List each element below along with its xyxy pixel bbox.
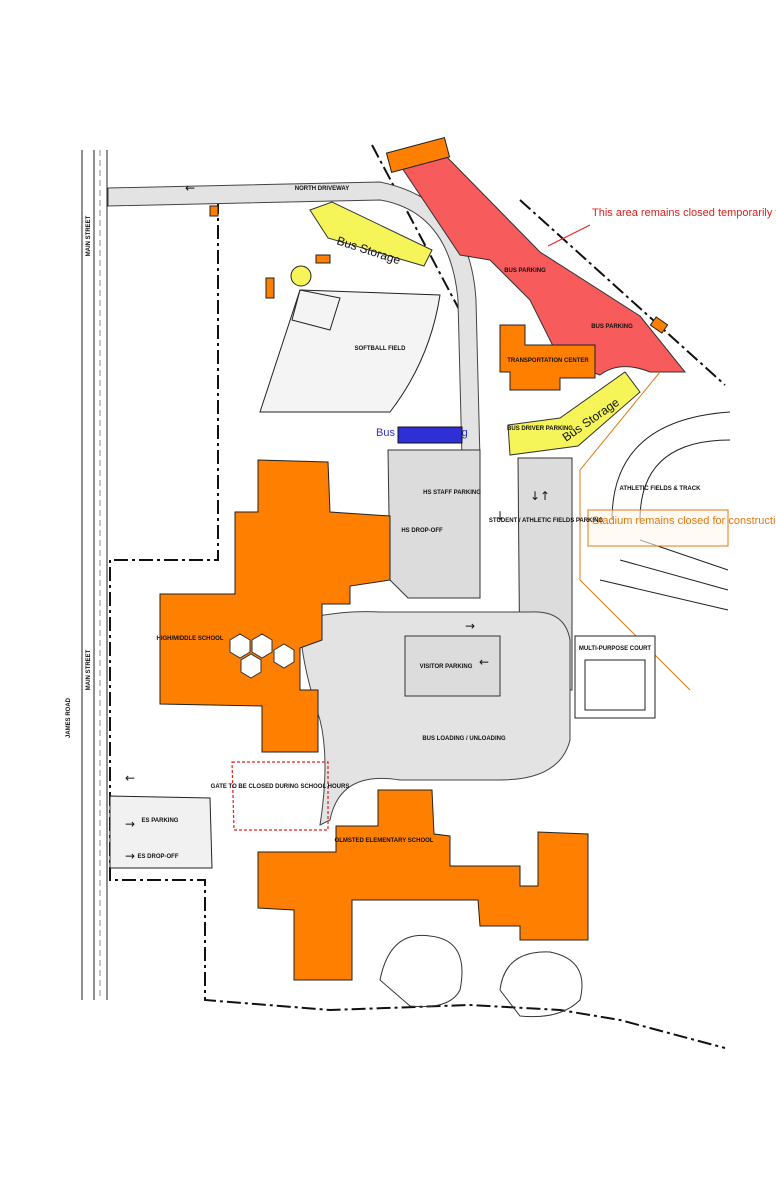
court-lines [584,659,646,711]
visitor-parking-lot [404,635,501,697]
arrow-6: ← [479,655,489,669]
arrow-7: ↓↑ [530,489,550,503]
stadium-callout-box [587,509,729,547]
athletic-track [599,411,731,611]
softball-field-label: SOFTBALL FIELD [355,346,407,352]
bus-parking-label-1: BUS PARKING [504,268,546,274]
dugout-2 [315,254,331,264]
high-middle-school [159,459,391,753]
closed-area-callout: This area remains closed temporarily for… [592,207,776,219]
arrow-1: ← [185,181,195,195]
arrow-3: → [125,817,135,831]
main-street-label-bottom: MAIN STREET [86,649,92,690]
closed-area-callout-text: This area remains closed temporarily for… [592,207,776,219]
north-driveway-label: NORTH DRIVEWAY [295,186,349,192]
central-road [299,611,571,826]
dugout [265,277,275,299]
visitor-parking-label: VISITOR PARKING [420,664,473,670]
hs-dropoff-label: HS DROP-OFF [401,528,443,534]
student-parking-label: STUDENT / ATHLETIC FIELDS PARKING [489,518,604,524]
arrow-8: ↓ [495,509,505,523]
garage-building [385,136,451,174]
es-parking-label: ES PARKING [142,818,179,824]
softball-field [259,289,441,413]
bus-driver-parking-area [397,426,463,444]
courtyard-hexes [229,633,295,679]
multipurpose-court [574,635,656,719]
arrow-2: ← [125,771,135,785]
home-plate-circle [290,265,312,287]
multipurpose-court-label: MULTI-PURPOSE COURT [579,646,652,652]
transportation-center [499,324,596,391]
es-parking-lot [109,795,213,869]
bus-storage-right-area [507,371,641,456]
gate-area [231,761,329,831]
athletic-fields-label: ATHLETIC FIELDS & TRACK [620,486,702,492]
olmsted-school-label: OLMSTED ELEMENTARY SCHOOL [335,838,434,844]
gate-closed-label: GATE TO BE CLOSED DURING SCHOOL HOURS [211,784,350,790]
olmsted-elementary-school [257,789,589,981]
bus-parking-label-2: BUS PARKING [591,324,633,330]
stadium-callout: Stadium remains closed for construction [592,515,776,527]
high-middle-school-label: HIGH/MIDDLE SCHOOL [157,636,224,642]
bus-loading-label: BUS LOADING / UNLOADING [422,736,506,742]
closed-area [399,149,687,376]
hs-staff-parking-label: HS STAFF PARKING [423,490,481,496]
arrow-4: → [125,849,135,863]
transportation-center-label: TRANSPORTATION CENTER [507,358,589,364]
main-street-label-top: MAIN STREET [86,215,92,256]
bus-driver-parking-small-label: BUS DRIVER PARKING [507,426,573,432]
es-dropoff-label: ES DROP-OFF [137,854,178,860]
arrow-5: → [465,619,475,633]
main-street [81,150,108,1000]
closed-area-callout-leader [547,224,591,247]
side-road-label: JAMES ROAD [66,697,72,738]
small-building-top [209,205,219,217]
hs-staff-parking-lot [387,449,481,599]
small-building-right [649,316,669,334]
infield [291,289,341,331]
bus-storage-top-area [309,201,433,267]
playground-loop [379,934,583,1018]
